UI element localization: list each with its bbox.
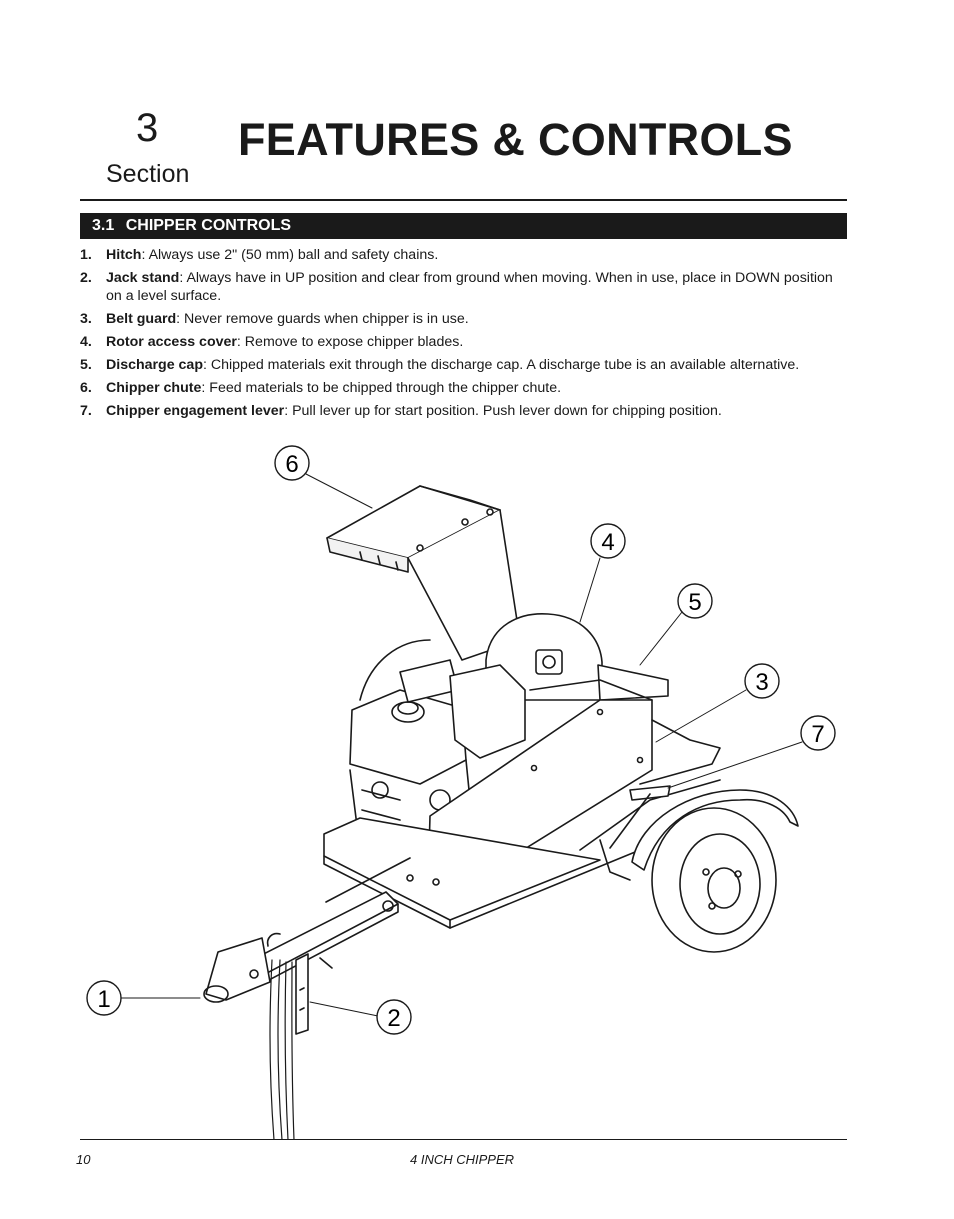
callout-5: 5 <box>677 583 713 619</box>
list-item: 1. Hitch: Always use 2" (50 mm) ball and … <box>80 246 850 264</box>
callout-3-label: 3 <box>755 669 768 696</box>
section-number: 3 <box>136 106 159 150</box>
engagement-lever-drawing <box>609 785 671 849</box>
item-number: 6. <box>80 380 92 396</box>
document-title: 4 INCH CHIPPER <box>410 1152 515 1167</box>
callout-6: 6 <box>274 445 310 481</box>
callout-7-label: 7 <box>811 721 824 748</box>
item-term: Jack stand <box>106 270 180 286</box>
item-number: 5. <box>80 357 92 373</box>
page-number: 10 <box>76 1152 91 1167</box>
engine-drawing <box>349 659 526 861</box>
page-title: FEATURES & CONTROLS <box>238 114 793 165</box>
list-item: 5. Discharge cap: Chipped materials exit … <box>80 356 850 374</box>
callout-1: 1 <box>86 980 122 1016</box>
chipper-diagram: 6 4 5 3 7 1 2 <box>86 445 836 1140</box>
item-text: : Chipped materials exit through the dis… <box>203 357 800 373</box>
callout-4-label: 4 <box>601 529 614 556</box>
item-term: Chipper chute <box>106 380 202 396</box>
controls-list: 1. Hitch: Always use 2" (50 mm) ball and … <box>80 246 850 425</box>
item-term: Hitch <box>106 247 142 263</box>
jack-stand-drawing <box>295 953 333 1035</box>
item-text: : Remove to expose chipper blades. <box>236 334 464 350</box>
chipper-chute-drawing <box>326 485 521 661</box>
list-item: 3. Belt guard: Never remove guards when c… <box>80 310 850 328</box>
callout-2: 2 <box>376 999 412 1035</box>
item-text: : Always use 2" (50 mm) ball and safety … <box>141 247 439 263</box>
callout-7: 7 <box>800 715 836 751</box>
item-text: : Feed materials to be chipped through t… <box>201 380 562 396</box>
list-item: 4. Rotor access cover: Remove to expose c… <box>80 333 850 351</box>
callout-leaders <box>119 473 803 1017</box>
list-item: 6. Chipper chute: Feed materials to be ch… <box>80 379 850 397</box>
item-text: : Always have in UP position and clear f… <box>106 270 833 304</box>
footer-divider <box>80 1139 847 1140</box>
item-term: Discharge cap <box>106 357 203 373</box>
subsection-header: 3.1 CHIPPER CONTROLS <box>80 213 847 239</box>
item-text: : Never remove guards when chipper is in… <box>176 311 469 327</box>
callout-5-label: 5 <box>688 589 701 616</box>
callout-3: 3 <box>744 663 780 699</box>
item-term: Chipper engagement lever <box>106 403 285 419</box>
safety-chains-drawing <box>269 959 295 1140</box>
item-term: Rotor access cover <box>106 334 237 350</box>
item-text: : Pull lever up for start position. Push… <box>284 403 722 419</box>
callout-2-label: 2 <box>387 1005 400 1032</box>
item-number: 7. <box>80 403 92 419</box>
rotor-access-cover-drawing <box>359 613 603 701</box>
item-number: 2. <box>80 270 92 286</box>
list-item: 7. Chipper engagement lever: Pull lever u… <box>80 402 850 420</box>
item-number: 1. <box>80 247 92 263</box>
callout-4: 4 <box>590 523 626 559</box>
section-label: Section <box>106 160 190 188</box>
item-number: 4. <box>80 334 92 350</box>
title-divider <box>80 199 847 201</box>
item-number: 3. <box>80 311 92 327</box>
callout-6-label: 6 <box>285 451 298 478</box>
discharge-cap-drawing <box>597 664 669 701</box>
list-item: 2. Jack stand: Always have in UP position… <box>80 269 850 305</box>
subsection-title: CHIPPER CONTROLS <box>125 217 292 234</box>
item-term: Belt guard <box>106 311 177 327</box>
subsection-number: 3.1 <box>92 217 115 234</box>
wheel-drawing <box>631 789 799 953</box>
callout-1-label: 1 <box>97 986 110 1013</box>
hitch-drawing <box>203 937 271 1003</box>
